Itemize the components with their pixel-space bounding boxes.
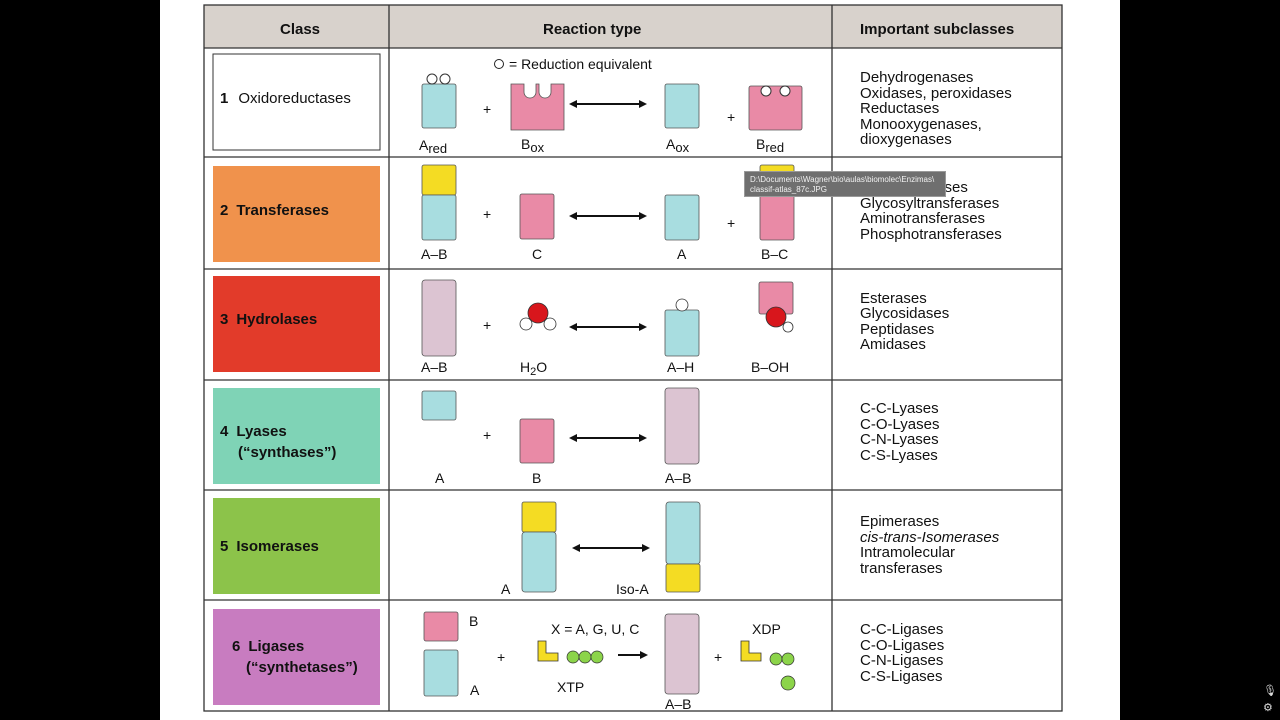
svg-text:C-O-Ligases: C-O-Ligases	[860, 637, 944, 654]
class-box-4	[213, 388, 380, 484]
class-4-label-line2: (“synthases”)	[238, 444, 336, 461]
svg-text:Aminotransferases: Aminotransferases	[860, 210, 985, 227]
svg-text:Peptidases: Peptidases	[860, 321, 934, 338]
subclasses-3: Esterases Glycosidases Peptidases Amidas…	[860, 290, 949, 353]
reaction-isomerases: A Iso-A	[501, 501, 701, 597]
svg-text:C-C-Lyases: C-C-Lyases	[860, 400, 939, 417]
svg-text:Glycosyltransferases: Glycosyltransferases	[860, 195, 999, 212]
svg-text:Phosphotransferases: Phosphotransferases	[860, 226, 1002, 243]
enzyme-classification-image: Class Reaction type Important subclasses…	[160, 0, 1120, 720]
subclasses-6: C-C-Ligases C-O-Ligases C-N-Ligases C-S-…	[860, 621, 944, 685]
svg-text:Iso-A: Iso-A	[616, 581, 649, 597]
subclasses-4: C-C-Lyases C-O-Lyases C-N-Lyases C-S-Lya…	[860, 400, 939, 464]
svg-text:Aox: Aox	[666, 136, 690, 155]
header-class: Class	[280, 21, 320, 38]
header-subclasses: Important subclasses	[860, 21, 1014, 38]
svg-text:Intramolecular: Intramolecular	[860, 544, 955, 561]
svg-text:A–B: A–B	[421, 359, 447, 375]
subclasses-1: Dehydrogenases Oxidases, peroxidases Red…	[860, 69, 1012, 148]
header-reaction-type: Reaction type	[543, 21, 641, 38]
table-grid	[203, 4, 1063, 712]
svg-text:B–C: B–C	[761, 246, 788, 262]
reduction-equivalent-icon	[494, 59, 504, 69]
class-box-3	[213, 276, 380, 372]
svg-text:+: +	[483, 101, 491, 117]
svg-text:Bred: Bred	[756, 136, 784, 155]
svg-text:A: A	[677, 246, 687, 262]
svg-text:+: +	[483, 206, 491, 222]
svg-text:C-S-Ligases: C-S-Ligases	[860, 668, 943, 685]
svg-text:transferases: transferases	[860, 560, 943, 577]
svg-text:Dehydrogenases: Dehydrogenases	[860, 69, 973, 86]
svg-text:A–B: A–B	[665, 696, 691, 712]
svg-text:Box: Box	[521, 136, 545, 155]
svg-text:C-S-Lyases: C-S-Lyases	[860, 447, 938, 464]
svg-text:A–H: A–H	[667, 359, 694, 375]
reaction-oxidoreductases: + + Ared Box Aox Bred	[419, 73, 803, 156]
svg-text:Monooxygenases,: Monooxygenases,	[860, 116, 982, 133]
svg-text:cis-trans-Isomerases: cis-trans-Isomerases	[860, 529, 1000, 546]
svg-text:+: +	[727, 215, 735, 231]
legend-text: = Reduction equivalent	[509, 56, 652, 72]
microphone-icon[interactable]: 🎙	[1263, 684, 1277, 697]
reaction-hydrolases: + A–B H2O A–H B–OH	[421, 279, 794, 378]
svg-text:+: +	[727, 109, 735, 125]
enzyme-class-table: Class Reaction type Important subclasses…	[160, 0, 1120, 720]
svg-text:A: A	[470, 682, 480, 698]
svg-text:A: A	[501, 581, 511, 597]
svg-text:X = A, G, U, C: X = A, G, U, C	[551, 621, 639, 637]
svg-text:C-N-Lyases: C-N-Lyases	[860, 431, 939, 448]
svg-text:+: +	[497, 649, 505, 665]
svg-text:H2O: H2O	[520, 359, 547, 378]
svg-text:A: A	[435, 470, 445, 486]
class-6-label-line2: (“synthetases”)	[246, 659, 358, 676]
svg-text:Glycosidases: Glycosidases	[860, 305, 949, 322]
settings-icon[interactable]: ⚙	[1263, 701, 1273, 714]
svg-text:Oxidases, peroxidases: Oxidases, peroxidases	[860, 85, 1012, 102]
subclasses-5: Epimerases cis-trans-Isomerases Intramol…	[860, 513, 1000, 577]
svg-text:B: B	[532, 470, 541, 486]
svg-text:Amidases: Amidases	[860, 336, 926, 353]
class-box-1	[212, 53, 381, 151]
reaction-lyases: + A B A–B	[421, 387, 700, 486]
svg-text:C: C	[532, 246, 542, 262]
svg-text:dioxygenases: dioxygenases	[860, 131, 952, 148]
svg-text:C-O-Lyases: C-O-Lyases	[860, 416, 939, 433]
class-box-6	[213, 609, 380, 705]
svg-text:A–B: A–B	[665, 470, 691, 486]
svg-text:+: +	[714, 649, 722, 665]
class-box-5	[213, 498, 380, 594]
svg-text:Esterases: Esterases	[860, 290, 927, 307]
reaction-ligases: B A + X = A, G, U, C XTP A–B + XDP	[423, 611, 796, 712]
svg-text:XTP: XTP	[557, 679, 584, 695]
svg-text:A–B: A–B	[421, 246, 447, 262]
svg-text:Ared: Ared	[419, 137, 447, 156]
svg-text:+: +	[483, 427, 491, 443]
svg-text:B: B	[469, 613, 478, 629]
class-box-2	[213, 166, 380, 262]
svg-text:+: +	[483, 317, 491, 333]
svg-text:Reductases: Reductases	[860, 100, 939, 117]
svg-text:C-N-Ligases: C-N-Ligases	[860, 652, 943, 669]
svg-text:Epimerases: Epimerases	[860, 513, 939, 530]
file-path-tooltip: D:\Documents\Wagner\bio\aulas\biomolec\E…	[744, 171, 946, 197]
svg-text:B–OH: B–OH	[751, 359, 789, 375]
svg-text:C-C-Ligases: C-C-Ligases	[860, 621, 943, 638]
svg-text:XDP: XDP	[752, 621, 781, 637]
